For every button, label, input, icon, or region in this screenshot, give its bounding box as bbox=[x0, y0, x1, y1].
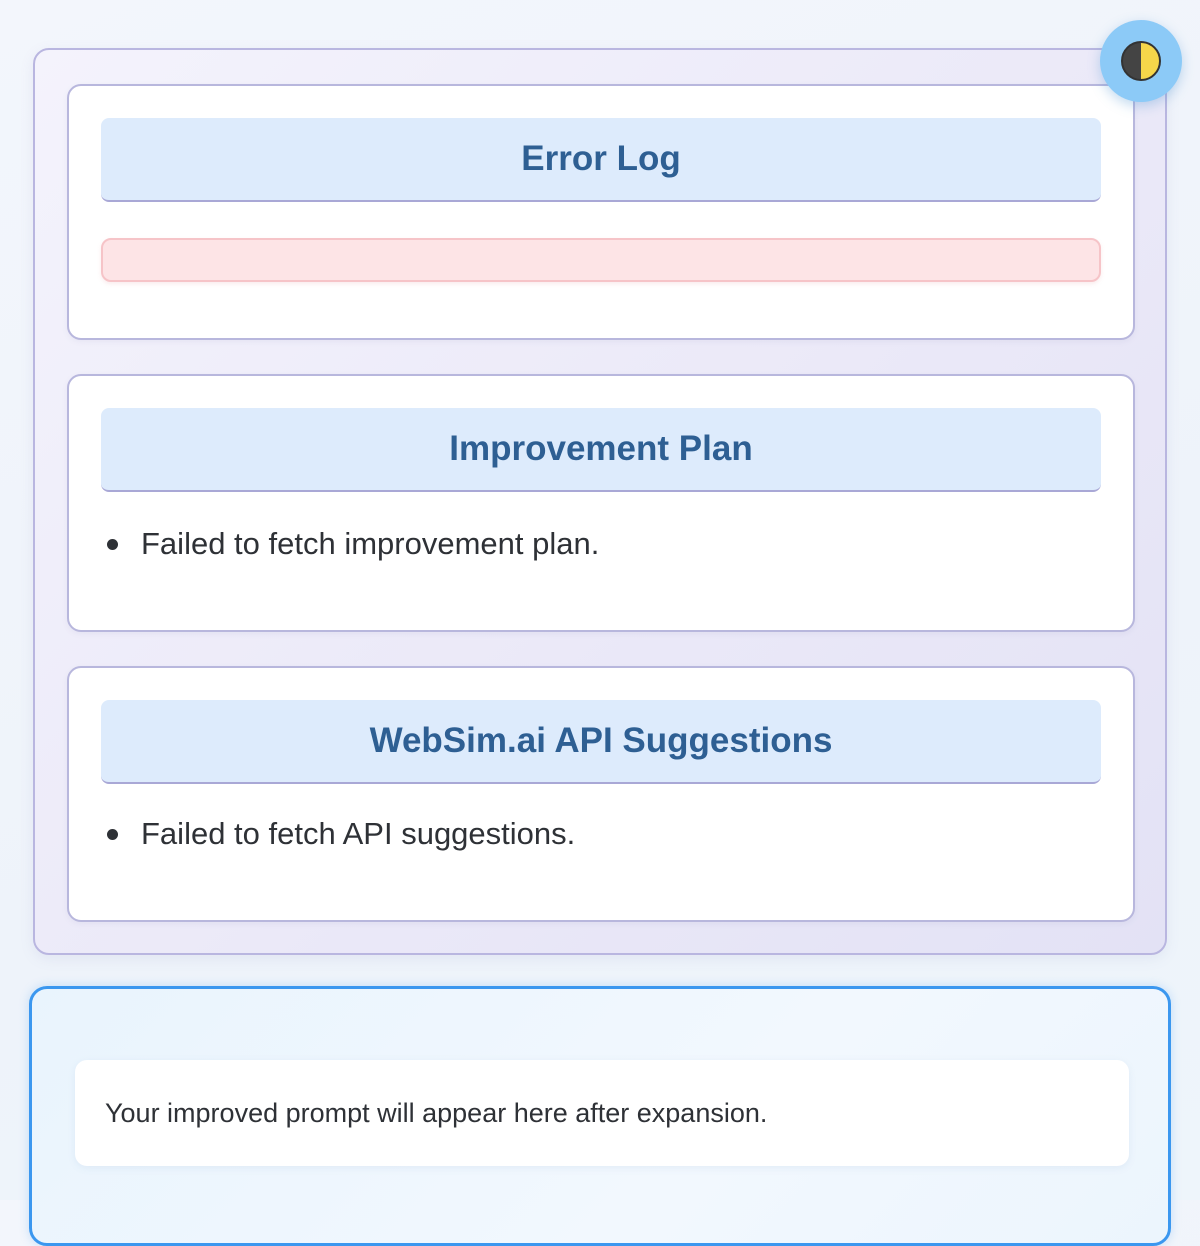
bullet-icon bbox=[107, 828, 118, 840]
list-item: Failed to fetch API suggestions. bbox=[101, 816, 575, 852]
api-suggestions-title: WebSim.ai API Suggestions bbox=[101, 700, 1101, 784]
theme-toggle-button[interactable] bbox=[1100, 20, 1182, 102]
improvement-plan-card: Improvement Plan Failed to fetch improve… bbox=[67, 374, 1135, 632]
api-suggestions-list: Failed to fetch API suggestions. bbox=[101, 816, 575, 852]
improved-prompt-panel: Your improved prompt will appear here af… bbox=[29, 986, 1171, 1246]
list-item-text: Failed to fetch improvement plan. bbox=[141, 526, 600, 561]
error-log-card: Error Log bbox=[67, 84, 1135, 340]
improved-prompt-output[interactable]: Your improved prompt will appear here af… bbox=[75, 1060, 1129, 1166]
error-log-message bbox=[101, 238, 1101, 282]
improvement-plan-list: Failed to fetch improvement plan. bbox=[101, 526, 599, 562]
list-item: Failed to fetch improvement plan. bbox=[101, 526, 599, 562]
api-suggestions-card: WebSim.ai API Suggestions Failed to fetc… bbox=[67, 666, 1135, 922]
bullet-icon bbox=[107, 538, 118, 550]
improvement-plan-title: Improvement Plan bbox=[101, 408, 1101, 492]
list-item-text: Failed to fetch API suggestions. bbox=[141, 816, 576, 851]
error-log-title: Error Log bbox=[101, 118, 1101, 202]
analysis-panel: Error Log Improvement Plan Failed to fet… bbox=[33, 48, 1167, 955]
half-moon-icon bbox=[1121, 41, 1161, 81]
